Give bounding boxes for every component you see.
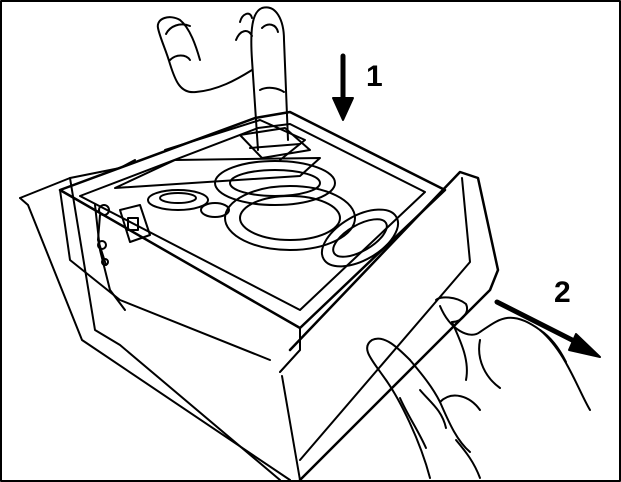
step-1-label: 1 — [366, 60, 383, 93]
step-2-arrow — [497, 302, 600, 357]
step-2-label: 2 — [554, 276, 571, 309]
pulling-hand — [367, 297, 590, 478]
detergent-drawer — [60, 112, 498, 480]
step-1-arrow — [333, 56, 353, 120]
machine-housing — [20, 160, 290, 480]
